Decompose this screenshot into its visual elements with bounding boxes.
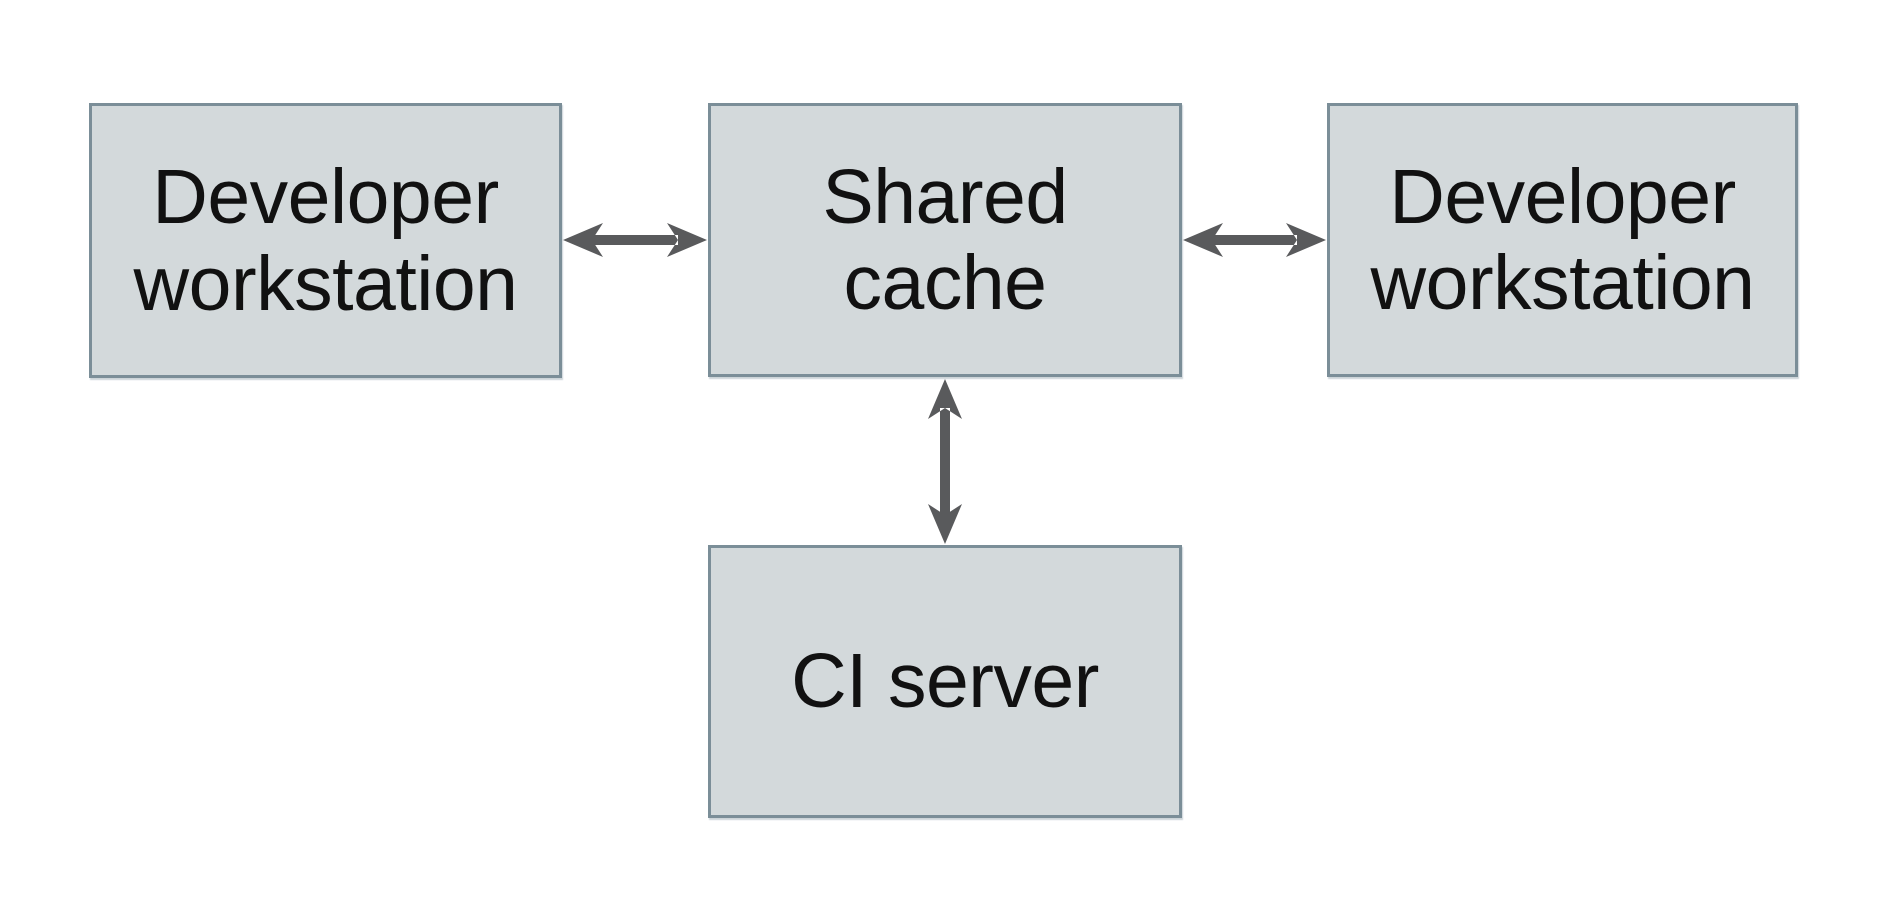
node-label-line: workstation [133,240,518,327]
node-label-line: workstation [1370,240,1755,326]
node-label-line: Developer [152,154,499,241]
double-arrow-cache-ciserver [928,379,962,544]
node-label-line: Shared [822,153,1068,240]
node-label-line: CI server [791,638,1099,725]
node-ci-server: CI server [708,545,1182,818]
double-arrow-devleft-cache [563,223,707,257]
node-label-line: cache [843,240,1047,326]
node-developer-workstation-right: Developer workstation [1327,103,1798,377]
double-arrow-cache-devright [1183,223,1326,257]
node-developer-workstation-left: Developer workstation [89,103,562,378]
node-label-line: Developer [1389,153,1736,240]
node-shared-cache: Shared cache [708,103,1182,377]
